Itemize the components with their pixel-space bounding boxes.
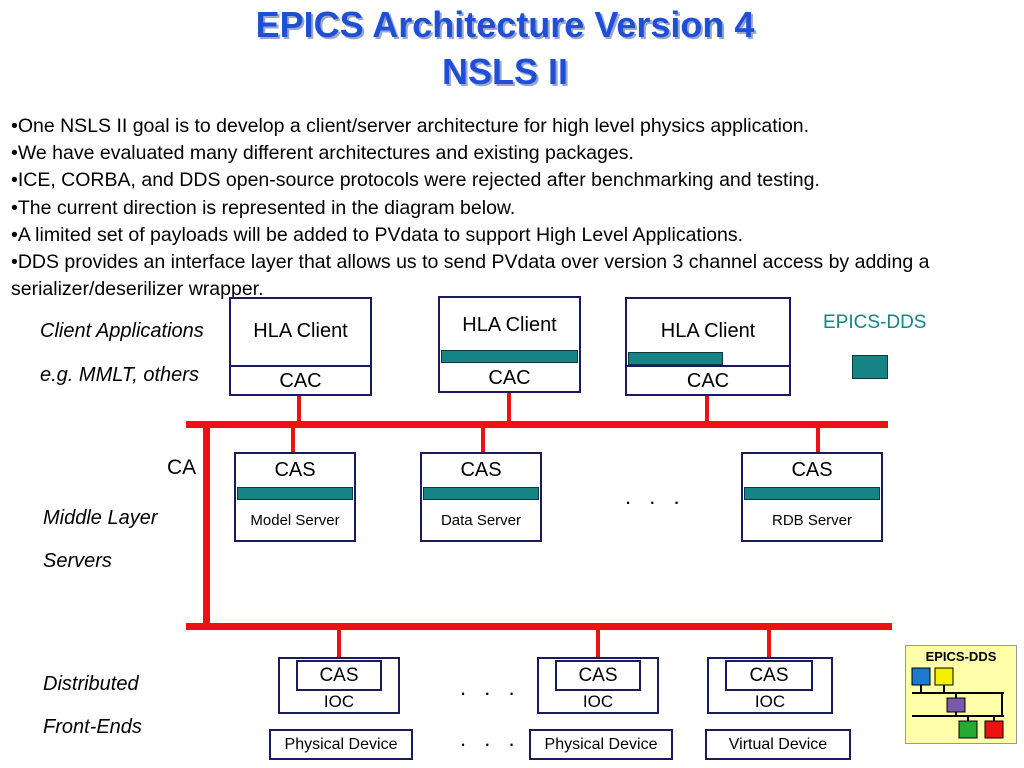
bullet-item: •DDS provides an interface layer that al… — [11, 251, 930, 301]
dds-bar — [237, 487, 353, 500]
client-box: HLA Client CAC — [625, 297, 791, 396]
legend-dds-swatch — [852, 355, 888, 379]
connector — [481, 427, 485, 454]
ioc-label: IOC — [754, 692, 786, 711]
ca-bus-vertical — [203, 423, 210, 630]
bullet-item: •ICE, CORBA, and DDS open-source protoco… — [11, 169, 820, 192]
client-cac-label: CAC — [488, 367, 531, 389]
device-box: Virtual Device — [705, 729, 851, 760]
bullet-item: •A limited set of payloads will be added… — [11, 223, 744, 246]
legend-epics-dds-label: EPICS-DDS — [823, 312, 927, 333]
device-label: Physical Device — [544, 736, 658, 753]
connector — [767, 629, 771, 658]
server-box: CAS RDB Server — [741, 452, 883, 542]
label-middle-layer: Middle Layer — [43, 507, 158, 529]
ellipsis-servers: . . . — [625, 484, 686, 509]
client-cac-label: CAC — [279, 370, 322, 392]
dds-bar-partial — [628, 352, 723, 365]
ioc-box: CAS IOC — [707, 657, 833, 714]
ca-bus-top — [186, 421, 888, 428]
client-hla-label: HLA Client — [253, 320, 348, 342]
ioc-cas-label: CAS — [578, 665, 618, 686]
ioc-cas-box: CAS — [725, 660, 813, 691]
dds-bar — [441, 350, 578, 363]
client-box: HLA Client CAC — [438, 296, 581, 393]
ca-bus-bottom — [186, 623, 892, 630]
label-front-ends: Front-Ends — [43, 716, 142, 738]
ioc-cas-label: CAS — [319, 665, 359, 686]
label-client-apps-example: e.g. MMLT, others — [40, 364, 199, 386]
logo-network-graphic — [911, 667, 1004, 739]
bullet-item: •The current direction is represented in… — [11, 196, 516, 219]
ellipsis-devices: . . . — [460, 726, 521, 751]
label-servers: Servers — [43, 550, 112, 572]
client-hla-label: HLA Client — [462, 314, 557, 336]
client-box: HLA Client CAC — [229, 297, 372, 396]
ioc-box: CAS IOC — [537, 657, 659, 714]
slide-subtitle: NSLS II — [441, 51, 569, 92]
ioc-label: IOC — [582, 692, 614, 711]
ioc-box: CAS IOC — [278, 657, 400, 714]
client-cac-label: CAC — [686, 370, 730, 392]
server-name-label: RDB Server — [771, 512, 853, 529]
server-box: CAS Model Server — [234, 452, 356, 542]
server-box: CAS Data Server — [420, 452, 542, 542]
bullet-item: •We have evaluated many different archit… — [11, 142, 634, 165]
connector — [297, 395, 301, 422]
slide-title: EPICS Architecture Version 4 — [255, 4, 755, 45]
client-hla-label: HLA Client — [660, 320, 756, 342]
logo-title: EPICS-DDS — [925, 649, 997, 664]
connector — [337, 629, 341, 658]
connector — [291, 427, 295, 454]
label-client-applications: Client Applications — [40, 320, 204, 342]
server-cas-label: CAS — [460, 459, 502, 481]
bullet-list: •One NSLS II goal is to develop a client… — [11, 113, 1011, 303]
bullet-item: •One NSLS II goal is to develop a client… — [11, 115, 810, 137]
ioc-cas-box: CAS — [555, 660, 641, 691]
dds-bar — [423, 487, 539, 500]
ioc-cas-label: CAS — [749, 665, 789, 686]
server-cas-label: CAS — [274, 459, 316, 481]
device-box: Physical Device — [269, 729, 413, 760]
connector — [816, 427, 820, 454]
ioc-label: IOC — [323, 692, 355, 711]
connector — [705, 395, 709, 422]
connector — [507, 392, 511, 422]
device-box: Physical Device — [529, 729, 673, 760]
server-cas-label: CAS — [791, 459, 833, 481]
server-name-label: Data Server — [440, 512, 522, 529]
label-ca: CA — [167, 456, 197, 479]
dds-bar — [744, 487, 880, 500]
device-label: Virtual Device — [728, 736, 828, 753]
connector — [596, 629, 600, 658]
epics-dds-logo: EPICS-DDS — [905, 645, 1017, 744]
label-distributed: Distributed — [43, 673, 139, 695]
device-label: Physical Device — [284, 736, 398, 753]
ioc-cas-box: CAS — [296, 660, 382, 691]
ellipsis-iocs: . . . — [460, 675, 521, 700]
server-name-label: Model Server — [250, 512, 340, 529]
